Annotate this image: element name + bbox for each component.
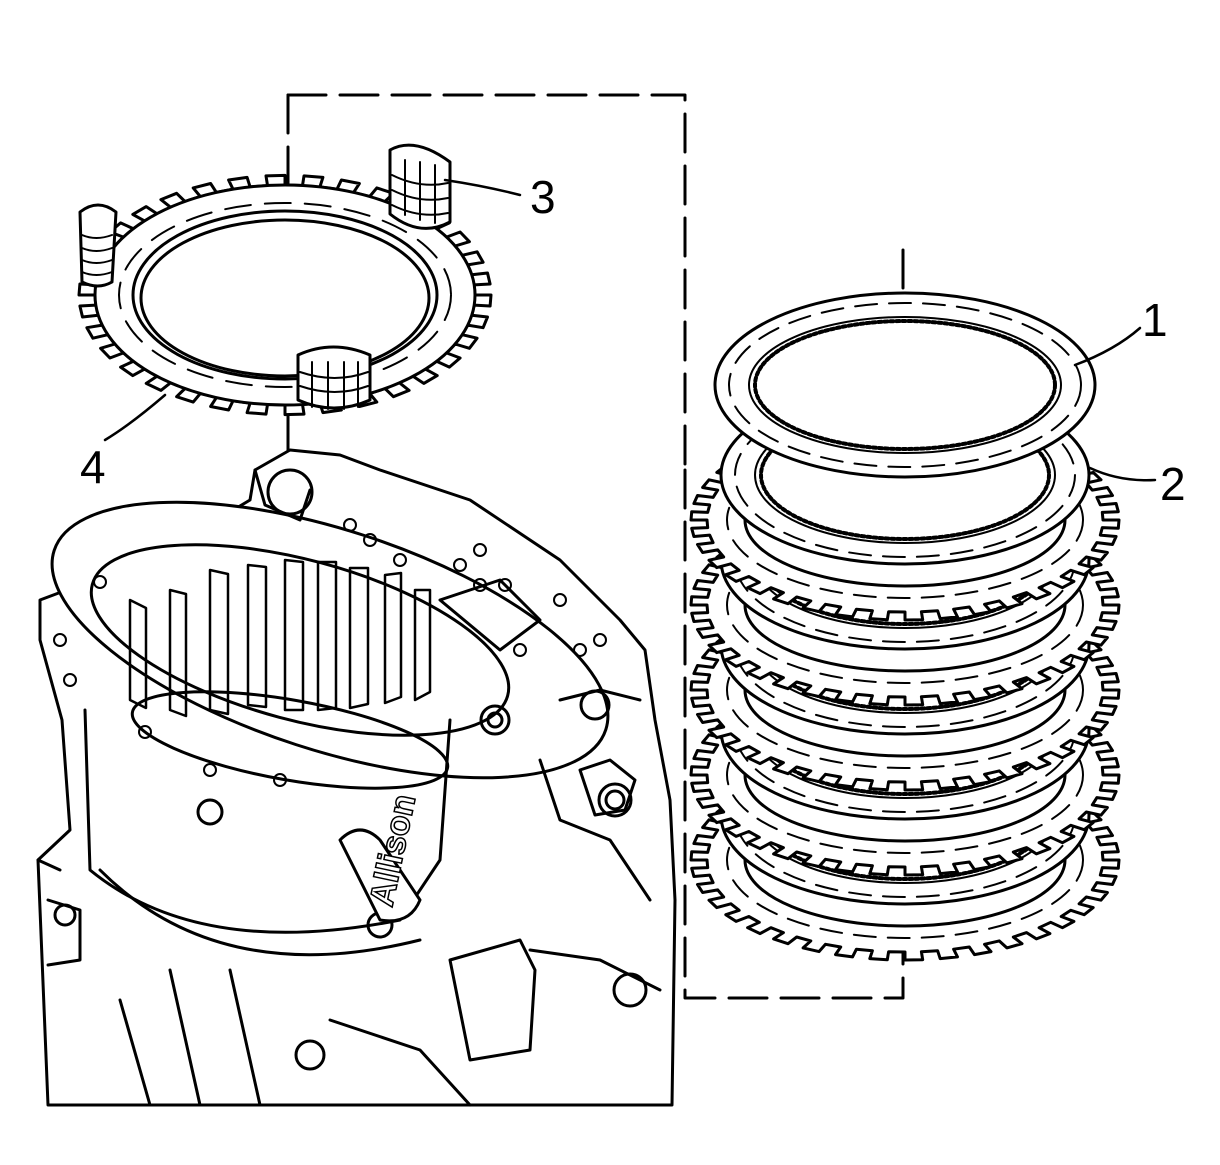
return-spring-left: [78, 203, 118, 288]
clutch-plate-stack: [689, 291, 1121, 962]
piston-return-spring-assembly: [77, 173, 493, 417]
return-spring-top: [388, 143, 452, 230]
friction-clutch-plate: [713, 291, 1097, 479]
return-spring-front: [296, 345, 372, 410]
leader-4: [103, 393, 167, 442]
callout-3: 3: [530, 171, 556, 223]
callout-4: 4: [80, 441, 106, 493]
leader-1: [1073, 326, 1142, 367]
transmission-housing: [36, 448, 677, 1107]
leader-3: [443, 178, 522, 197]
leader-2: [1088, 466, 1157, 482]
callout-1: 1: [1142, 294, 1168, 346]
callout-2: 2: [1160, 458, 1186, 510]
callout-leaders: [103, 178, 1157, 482]
